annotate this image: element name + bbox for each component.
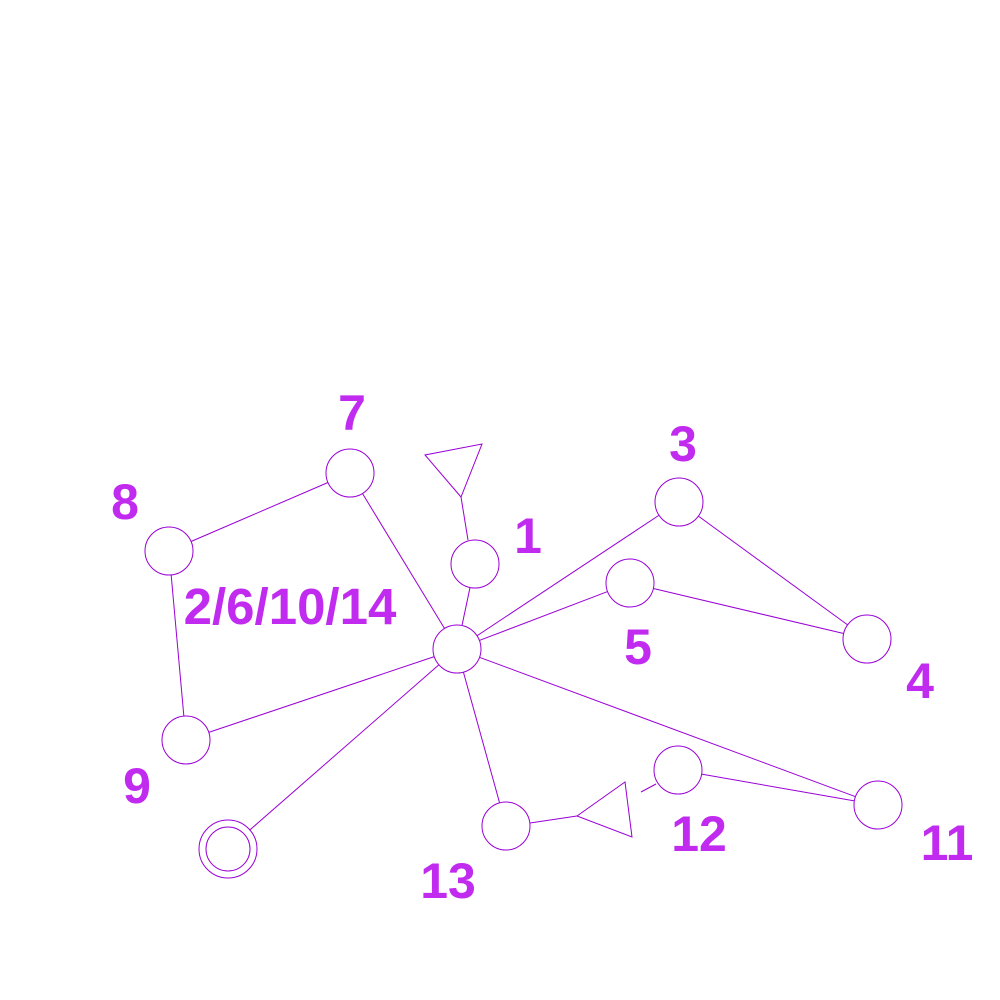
label-n9: 9 — [123, 758, 151, 814]
terminal-triangle-n13 — [575, 781, 633, 838]
node-n4 — [842, 614, 892, 664]
labels-layer: 7 8 3 1 2/6/10/14 5 4 9 12 11 13 — [111, 385, 973, 909]
node-hub — [432, 624, 482, 674]
label-n3: 3 — [669, 416, 697, 472]
edges-layer — [170, 482, 856, 834]
edge-hub-n5 — [479, 591, 608, 641]
label-n13: 13 — [420, 853, 476, 909]
stub-edge-n12 — [640, 783, 657, 793]
edge-hub-start — [245, 664, 440, 834]
nodes-layer — [144, 448, 903, 879]
start-node-inner — [205, 826, 251, 872]
edge-n7-n8 — [190, 482, 329, 542]
label-n4: 4 — [906, 653, 934, 709]
edge-n3-n4 — [698, 515, 848, 626]
label-n11: 11 — [921, 815, 974, 871]
label-n7: 7 — [338, 385, 366, 441]
edge-n8-n9 — [170, 574, 185, 717]
node-n7 — [325, 448, 375, 498]
node-n8 — [144, 526, 194, 576]
edge-hub-n11 — [479, 656, 856, 798]
terminal-edge-n1 — [460, 496, 469, 541]
label-n8: 8 — [111, 474, 139, 530]
label-n5: 5 — [624, 619, 652, 675]
label-hub: 2/6/10/14 — [184, 578, 397, 635]
terminal-marker-n1 — [424, 443, 483, 541]
node-n13 — [481, 801, 531, 851]
node-n1 — [450, 539, 500, 589]
edge-hub-n1 — [461, 587, 471, 626]
edge-n5-n4 — [653, 588, 844, 634]
terminal-triangle-n1 — [424, 443, 483, 498]
edge-hub-n13 — [462, 671, 501, 804]
terminal-edge-n13 — [529, 815, 578, 824]
label-n1: 1 — [514, 508, 542, 564]
terminals-layer — [424, 443, 657, 838]
node-n12 — [653, 745, 703, 795]
terminal-marker-n13 — [529, 781, 633, 838]
node-n3 — [654, 477, 704, 527]
edge-hub-n9 — [208, 656, 435, 733]
node-n5 — [605, 558, 655, 608]
edge-hub-n3 — [476, 514, 660, 637]
edge-hub-n7 — [362, 493, 445, 629]
label-n12: 12 — [671, 806, 727, 862]
node-n11 — [853, 780, 903, 830]
edge-n12-n11 — [701, 773, 855, 802]
node-n9 — [161, 715, 211, 765]
